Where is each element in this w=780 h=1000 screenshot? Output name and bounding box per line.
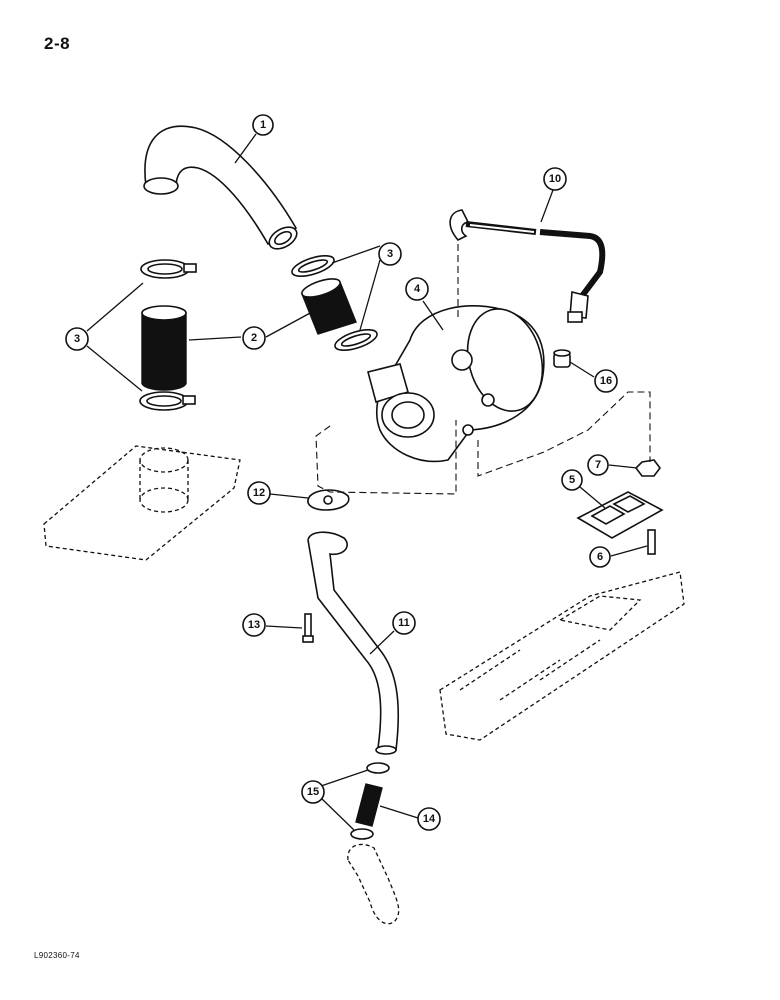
left-hose	[141, 305, 187, 391]
left-hose-clamp-bottom	[139, 391, 196, 411]
svg-text:16: 16	[600, 375, 612, 387]
figure-code: L902360-74	[34, 951, 80, 960]
svg-text:3: 3	[74, 333, 80, 345]
oil-drain-fitting	[553, 349, 571, 368]
svg-text:5: 5	[569, 474, 575, 486]
callout-7: 7	[587, 454, 609, 476]
callout-4: 4	[405, 277, 429, 301]
assembly-line-left	[315, 420, 457, 495]
lower-hose-clamp-bottom	[350, 828, 374, 840]
callout-2: 2	[242, 326, 266, 350]
callout-15: 15	[301, 780, 325, 804]
svg-text:12: 12	[253, 487, 265, 499]
center-hose-clamp-top	[291, 254, 335, 278]
oil-drain-tube	[307, 531, 400, 755]
callout-3-center: 3	[378, 242, 402, 266]
svg-text:3: 3	[387, 248, 393, 260]
svg-text:15: 15	[307, 786, 319, 798]
intake-elbow-tube	[143, 125, 298, 250]
svg-text:4: 4	[414, 283, 421, 295]
turbocharger	[367, 305, 545, 463]
svg-text:6: 6	[597, 551, 603, 563]
intake-manifold-ghost	[43, 445, 241, 561]
callout-6: 6	[589, 546, 611, 568]
stud	[647, 529, 656, 555]
lower-hose	[355, 783, 383, 827]
center-hose-clamp-bottom	[334, 328, 378, 352]
callout-5: 5	[561, 469, 583, 491]
svg-text:1: 1	[260, 119, 266, 131]
callout-12: 12	[247, 481, 271, 505]
bolt	[302, 613, 314, 643]
left-hose-clamp-top	[140, 259, 197, 279]
center-hose	[301, 278, 357, 335]
callout-1: 1	[252, 114, 274, 136]
callout-13: 13	[242, 613, 266, 637]
callout-10: 10	[543, 167, 567, 191]
oil-supply-line	[449, 209, 606, 323]
svg-text:7: 7	[595, 459, 601, 471]
lower-hose-clamp-top	[366, 762, 390, 774]
svg-text:2: 2	[251, 332, 257, 344]
page-number: 2-8	[44, 34, 71, 53]
callout-14: 14	[417, 807, 441, 831]
callout-11: 11	[392, 611, 416, 635]
mounting-gasket	[576, 491, 664, 539]
svg-text:13: 13	[248, 619, 260, 631]
nut	[634, 459, 661, 477]
exhaust-manifold-ghost	[439, 571, 685, 741]
callout-3-left: 3	[65, 327, 89, 351]
svg-text:11: 11	[398, 617, 410, 629]
assembly-line-right	[477, 391, 651, 477]
elbow-hose-ghost	[347, 843, 400, 925]
svg-text:10: 10	[549, 173, 561, 185]
svg-text:14: 14	[423, 813, 436, 825]
drain-gasket	[307, 489, 350, 511]
callout-16: 16	[594, 369, 618, 393]
